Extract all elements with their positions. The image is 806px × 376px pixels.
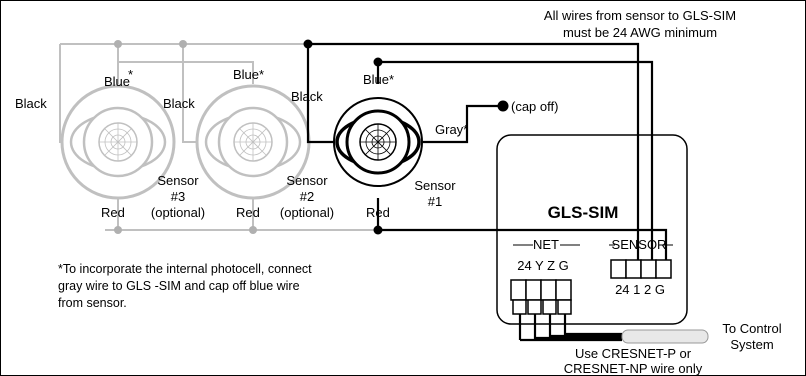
awg-note-line2: must be 24 AWG minimum (563, 25, 717, 40)
cap-off-label: (cap off) (511, 99, 558, 114)
sensor-2-red-label: Red (236, 205, 260, 220)
sensor-1-black-label: Black (291, 89, 323, 104)
sensor-2-icon (195, 84, 311, 200)
sensor-3-blue-label: Blue (104, 74, 130, 89)
awg-note-line1: All wires from sensor to GLS-SIM (544, 8, 736, 23)
sensor-1-number: #1 (428, 194, 442, 209)
sensor-3-black-label: Black (15, 96, 47, 111)
sensor-1-gray-label: Gray* (435, 122, 468, 137)
sensor-2-blue-label: Blue* (233, 67, 264, 82)
footnote-line2: gray wire to GLS -SIM and cap off blue w… (58, 279, 300, 293)
net-terminal-block (510, 279, 572, 315)
sensor-2-number: #2 (300, 189, 314, 204)
sensor-1-red-label: Red (366, 205, 390, 220)
cable-note-line1: Use CRESNET-P or (575, 346, 692, 361)
footnote-line1: *To incorporate the internal photocell, … (58, 262, 312, 276)
sensor-pin-labels: 24 1 2 G (615, 282, 665, 297)
optional-junctions (114, 40, 257, 234)
primary-junctions (303, 39, 509, 235)
sensor-3-red-label: Red (101, 205, 125, 220)
sensor-1-name: Sensor (414, 178, 456, 193)
net-pin-labels: 24 Y Z G (517, 258, 569, 273)
primary-wiring (306, 42, 668, 342)
sensor-2-name: Sensor (286, 173, 328, 188)
cresnet-cable (621, 329, 709, 344)
control-system-line1: To Control (722, 321, 781, 336)
sensor-2-optional: (optional) (280, 205, 334, 220)
cable-note-line2: CRESNET-NP wire only (564, 361, 703, 376)
net-label: NET (533, 237, 559, 252)
sensor-3-asterisk: * (128, 67, 133, 82)
sensor-1-icon (333, 97, 423, 187)
sensor-3-icon (60, 84, 176, 200)
sensor-3-optional: (optional) (151, 205, 205, 220)
module-title: GLS-SIM (548, 203, 619, 222)
sensor-2-black-label: Black (163, 96, 195, 111)
sensor-1-blue-label: Blue* (363, 72, 394, 87)
footnote-line3: from sensor. (58, 296, 127, 310)
sensor-3-number: #3 (171, 189, 185, 204)
sensor-terminal-label: SENSOR (612, 237, 667, 252)
sensor-terminal-block (610, 259, 672, 279)
control-system-line2: System (730, 337, 773, 352)
sensor-3-name: Sensor (157, 173, 199, 188)
